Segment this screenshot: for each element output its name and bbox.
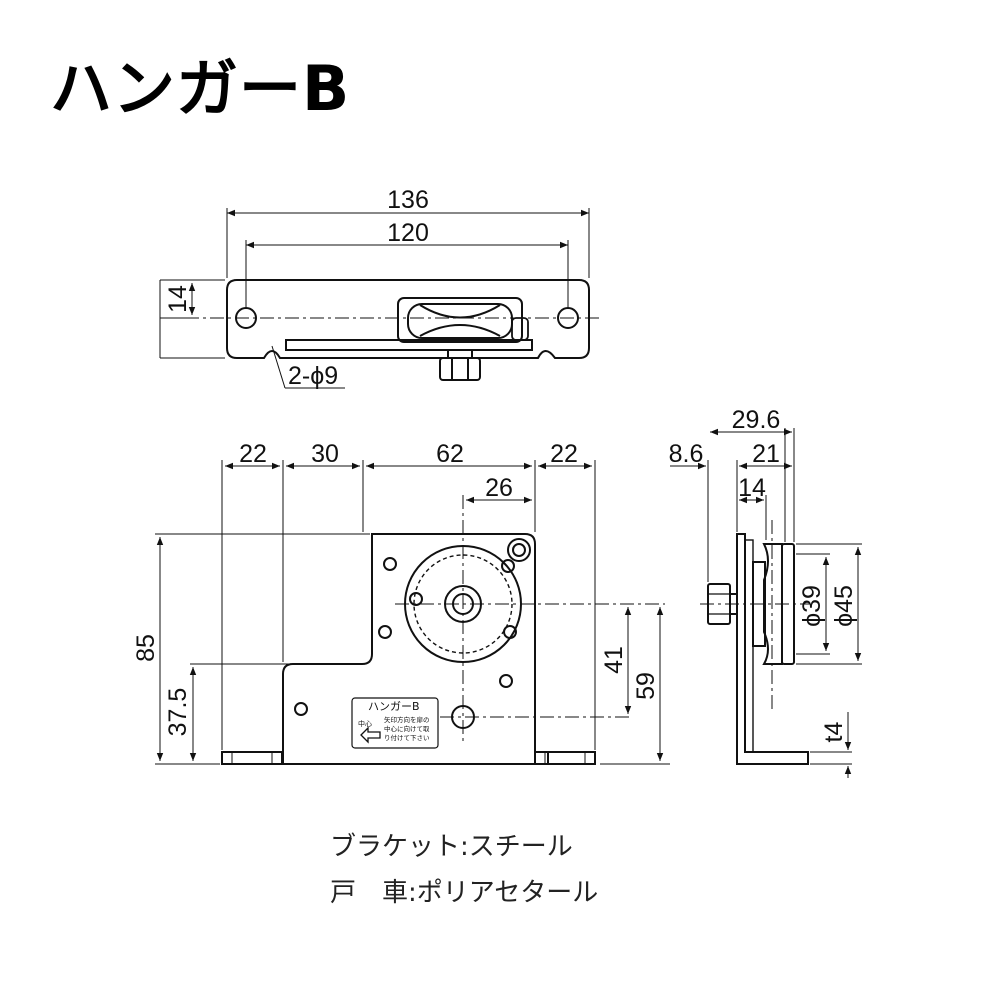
dim-29-6: 29.6 [732,406,781,434]
label-plate-line-2: 中心に向けて取 [384,724,430,733]
dim-hole-pitch: 120 [387,219,429,247]
material-wheel-key: 戸 車 [330,878,409,908]
dim-22-right: 22 [550,440,578,468]
material-bracket-sep: : [460,832,469,862]
foot-left [221,751,283,765]
dim-41: 41 [600,646,628,674]
dim-holes: 2-ϕ9 [288,362,338,390]
dim-26: 26 [485,474,513,502]
front-view [155,460,670,765]
foot-right [534,751,596,765]
material-wheel: 戸 車:ポリアセタール [330,872,598,909]
dim-t4: t4 [820,721,848,742]
dim-85: 85 [132,634,160,662]
dim-59: 59 [632,672,660,700]
arrow-icon [360,726,381,744]
dim-37-5: 37.5 [164,688,192,737]
dim-phi45: ϕ45 [830,585,858,627]
label-plate-title: ハンガーB [368,700,420,713]
side-bracket [736,533,809,765]
dim-phi39: ϕ39 [798,585,826,627]
top-view-pin [511,317,529,341]
material-bracket-value: スチール [468,832,573,862]
dim-14-side: 14 [738,474,766,502]
top-view-bracket [285,339,533,351]
label-plate-line-1: 矢印方向を扉の [384,715,430,724]
material-wheel-sep: : [408,878,417,908]
rivet [383,557,397,571]
page-title: ハンガーB [50,52,351,125]
dim-22-left: 22 [239,440,267,468]
top-view-wheel [397,297,523,343]
dim-offset-14: 14 [164,285,192,313]
top-view [159,208,600,389]
material-bracket-key: ブラケット [330,832,461,862]
dim-8-6: 8.6 [669,440,704,468]
dim-62: 62 [436,440,464,468]
dim-overall-width: 136 [387,186,429,214]
side-view [670,428,862,778]
top-view-bolt [439,349,481,381]
bracket-outline [282,533,549,765]
dim-30: 30 [311,440,339,468]
label-plate-line-3: り付けて下さい [384,733,430,742]
material-bracket: ブラケット:スチール [330,826,573,863]
pin-top [507,538,531,562]
top-view-plate [226,279,590,359]
label-plate-side: 中心 [358,719,372,728]
material-wheel-value: ポリアセタール [416,878,599,908]
label-plate [351,697,439,749]
dim-21: 21 [752,440,780,468]
